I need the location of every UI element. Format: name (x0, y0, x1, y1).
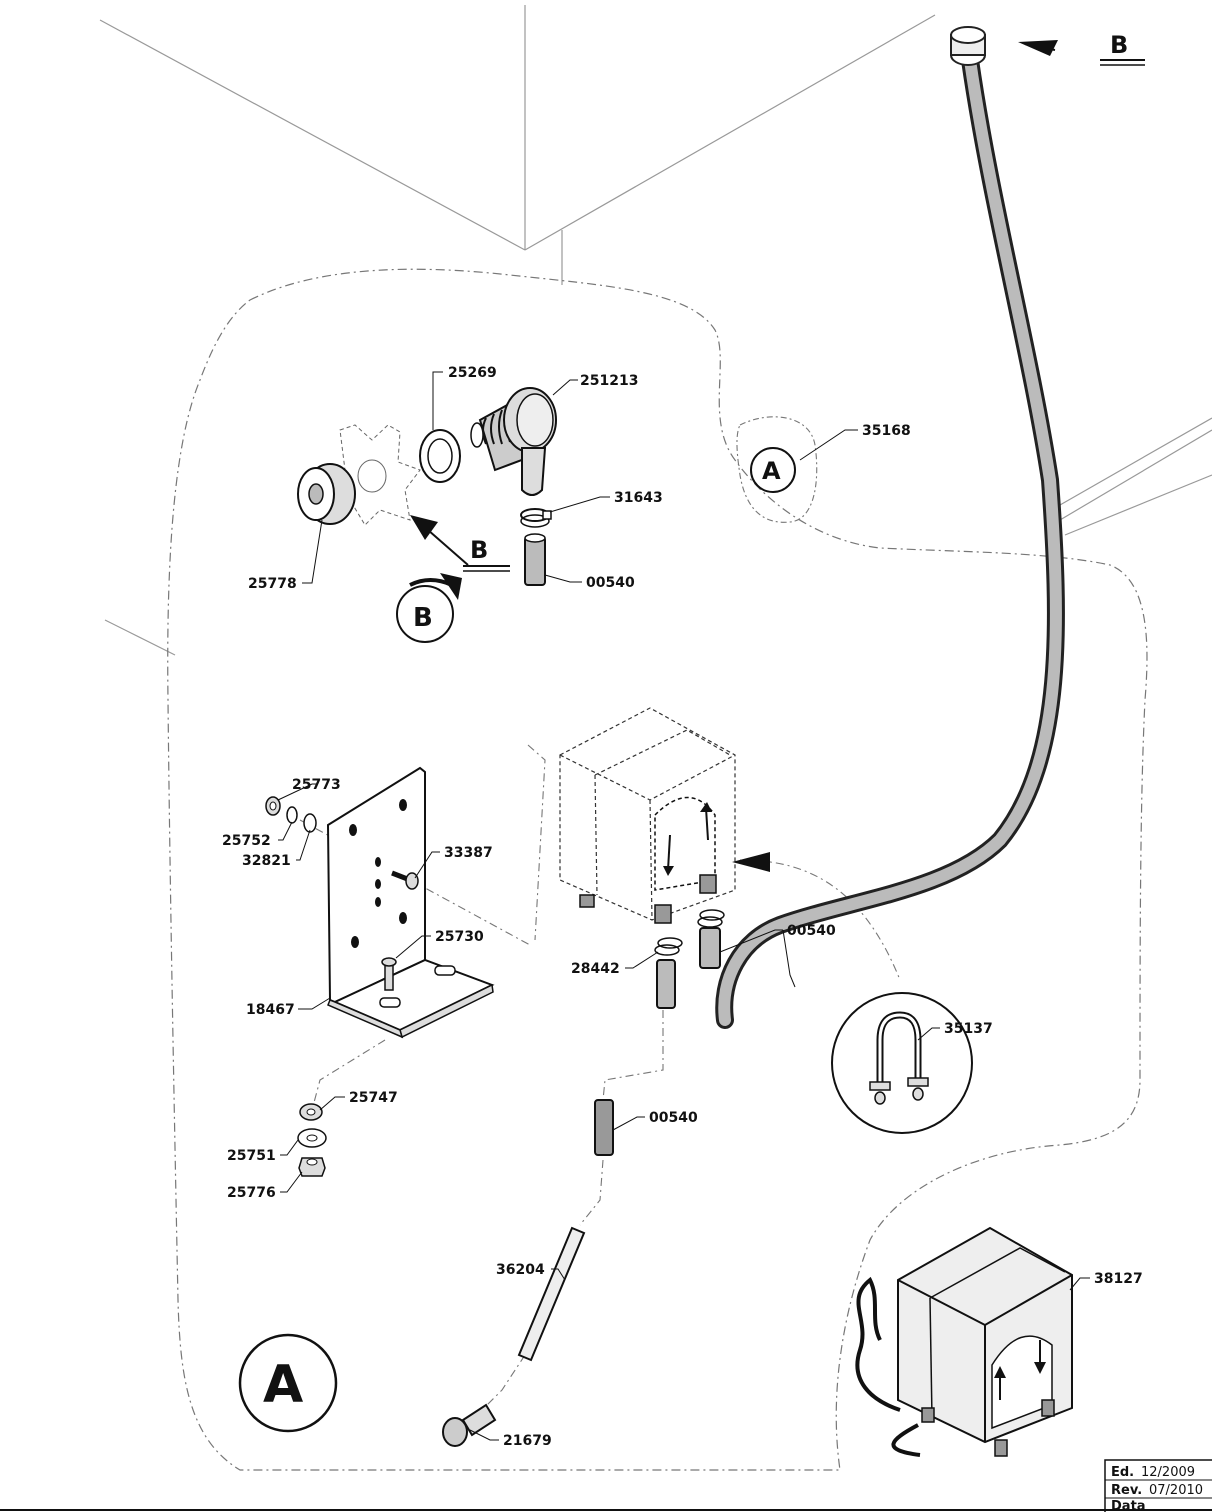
nut-25776 (298, 1157, 326, 1177)
section-b-mid-arrow (410, 515, 510, 572)
tube-00540-low (594, 1099, 614, 1156)
label-00540-top: 00540 (586, 575, 635, 591)
section-b-top-label: B (1110, 31, 1128, 59)
tube-00540-top (524, 533, 546, 586)
label-21679: 21679 (503, 1433, 552, 1449)
section-b-mid-label: B (470, 536, 488, 564)
leader-lines (277, 371, 1090, 1441)
title-block (0, 1459, 1212, 1512)
label-25751: 25751 (227, 1148, 276, 1164)
washer-32821 (303, 813, 317, 833)
label-00540-mid: 00540 (787, 923, 836, 939)
washer-25751 (297, 1128, 327, 1148)
label-28442: 28442 (571, 961, 620, 977)
label-36204: 36204 (496, 1262, 545, 1278)
label-00540-low: 00540 (649, 1110, 698, 1126)
label-25776: 25776 (227, 1185, 276, 1201)
clips-28442 (654, 909, 725, 956)
label-25752: 25752 (222, 833, 271, 849)
pump-38127 (855, 1226, 1073, 1457)
label-25773: 25773 (292, 777, 341, 793)
label-18467: 18467 (246, 1002, 295, 1018)
title-ed-value: 12/2009 (1141, 1465, 1195, 1480)
nut-25778 (297, 463, 356, 525)
long-hose (715, 51, 1065, 1029)
pump-mounted-ghost (559, 707, 736, 921)
view-b-label: B (413, 603, 433, 633)
label-33387: 33387 (444, 845, 493, 861)
washer-25747 (299, 1103, 323, 1121)
label-25747: 25747 (349, 1090, 398, 1106)
bracket-18467 (326, 766, 495, 1039)
view-a-large-label: A (263, 1355, 303, 1415)
label-35137: 35137 (944, 1021, 993, 1037)
detail-region-a-boundary (167, 268, 1148, 1471)
label-25730: 25730 (435, 929, 484, 945)
section-b-top-arrow (1018, 40, 1145, 66)
tube-00540-mid (656, 927, 721, 1009)
callout-a-region (736, 416, 818, 523)
pump-front-face (579, 796, 717, 924)
view-a-small-label: A (762, 457, 781, 485)
title-ed-label: Ed. (1111, 1465, 1134, 1480)
label-25778: 25778 (248, 576, 297, 592)
hose-nut (950, 26, 986, 66)
title-data-label: Data (1111, 1499, 1146, 1512)
washer-25269 (419, 429, 461, 483)
inlet-arrow (732, 852, 770, 872)
screw-33387 (391, 870, 419, 890)
title-rev-value: 07/2010 (1149, 1483, 1203, 1498)
elbow-fitting-251213 (470, 387, 557, 496)
machine-outline (99, 5, 1212, 656)
clip-31643 (520, 508, 552, 528)
screw-25730 (381, 957, 397, 991)
foot-valve-21679 (442, 1403, 497, 1447)
view-b-callout (396, 573, 462, 643)
washer-25752 (286, 806, 298, 824)
view-a-small-circle (750, 447, 796, 493)
label-38127: 38127 (1094, 1271, 1143, 1287)
title-rev-label: Rev. (1111, 1483, 1142, 1498)
view-a-large-circle (238, 1333, 338, 1433)
label-35168: 35168 (862, 423, 911, 439)
nut-25773 (265, 796, 281, 816)
label-32821: 32821 (242, 853, 291, 869)
u-clamp-detail-35137 (831, 992, 973, 1134)
label-25269: 25269 (448, 365, 497, 381)
label-31643: 31643 (614, 490, 663, 506)
rod-36204 (517, 1226, 586, 1362)
label-251213: 251213 (580, 373, 638, 389)
